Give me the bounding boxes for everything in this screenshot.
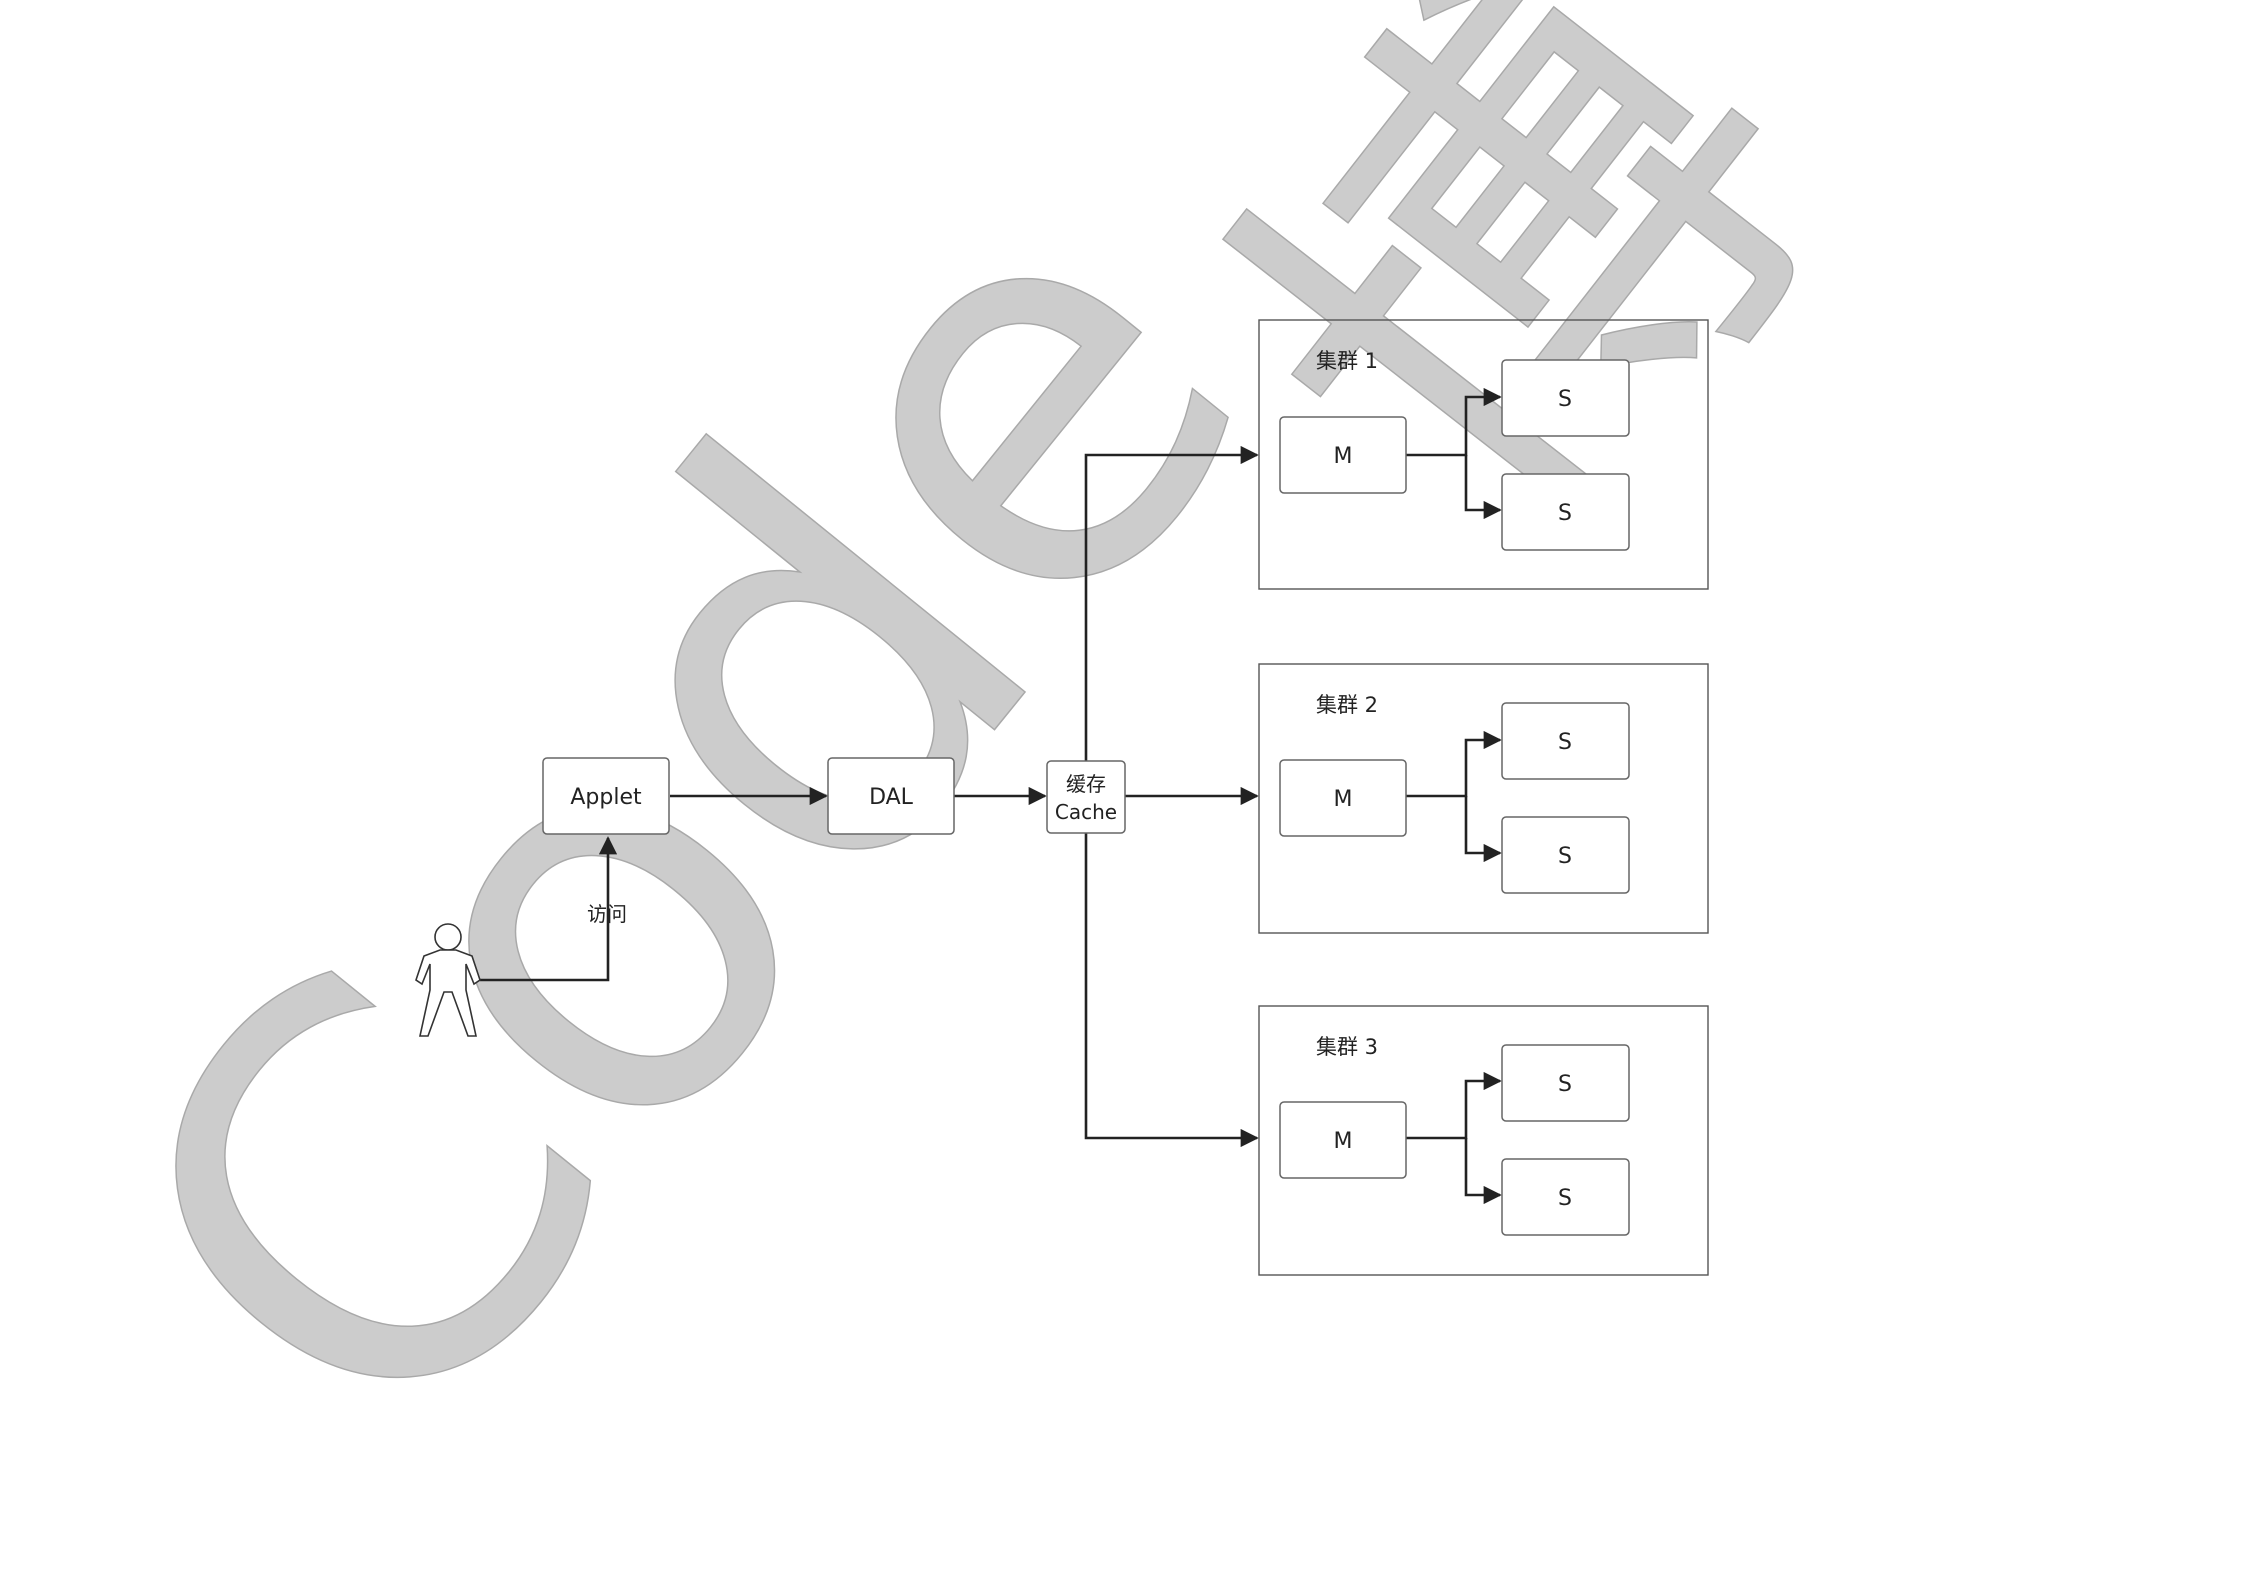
cache-node[interactable]: 缓存 Cache: [1046, 760, 1126, 834]
cluster-2-slave-1-label: S: [1558, 730, 1572, 755]
watermark-text-code: Code: [6, 81, 1364, 1551]
cache-label-cn: 缓存: [1066, 772, 1106, 796]
edge-c1-m-to-s1: [1404, 387, 1502, 457]
cluster-2-master-label: M: [1334, 787, 1353, 812]
watermark: Code 博: [6, 0, 1933, 1551]
applet-label: Applet: [570, 785, 642, 810]
cluster-2-master[interactable]: M: [1279, 759, 1407, 837]
cluster-2-slave-1[interactable]: S: [1501, 702, 1630, 780]
cluster-3: 集群 3 M S S: [1258, 1005, 1709, 1276]
dal-node[interactable]: DAL: [827, 757, 955, 835]
cluster-3-master-label: M: [1334, 1129, 1353, 1154]
cluster-1: 集群 1 M S S: [1258, 319, 1709, 590]
cache-label-en: Cache: [1055, 800, 1117, 824]
edge-cache-to-cluster-1: [1084, 445, 1259, 796]
user-icon: [415, 923, 481, 1037]
edges: [480, 387, 1502, 1205]
cluster-2-slave-2-label: S: [1558, 844, 1572, 869]
edge-label-visit: 访问: [587, 902, 627, 926]
cluster-3-slave-1[interactable]: S: [1501, 1044, 1630, 1122]
cluster-1-master[interactable]: M: [1279, 416, 1407, 494]
edge-c3-m-to-s1: [1404, 1071, 1502, 1140]
applet-node[interactable]: Applet: [542, 757, 670, 835]
edge-c2-m-to-s2: [1464, 796, 1502, 863]
cluster-3-title: 集群 3: [1316, 1035, 1378, 1059]
edge-c2-m-to-s1: [1404, 730, 1502, 798]
edge-c3-m-to-s2: [1464, 1138, 1502, 1205]
cluster-3-slave-2-label: S: [1558, 1186, 1572, 1211]
edge-c1-m-to-s2: [1464, 455, 1502, 520]
edge-user-to-applet: [480, 836, 618, 982]
cluster-1-master-label: M: [1334, 444, 1353, 469]
cluster-1-slave-1-label: S: [1558, 387, 1572, 412]
cluster-1-slave-2[interactable]: S: [1501, 473, 1630, 551]
cluster-2: 集群 2 M S S: [1258, 663, 1709, 934]
cluster-3-master[interactable]: M: [1279, 1101, 1407, 1179]
cluster-1-slave-1[interactable]: S: [1501, 359, 1630, 437]
cluster-3-slave-2[interactable]: S: [1501, 1158, 1630, 1236]
cluster-2-slave-2[interactable]: S: [1501, 816, 1630, 894]
cluster-2-title: 集群 2: [1316, 693, 1378, 717]
edge-cache-to-cluster-3: [1084, 796, 1259, 1148]
dal-label: DAL: [869, 785, 914, 810]
cluster-1-slave-2-label: S: [1558, 501, 1572, 526]
cluster-3-slave-1-label: S: [1558, 1072, 1572, 1097]
cluster-1-title: 集群 1: [1316, 349, 1378, 373]
